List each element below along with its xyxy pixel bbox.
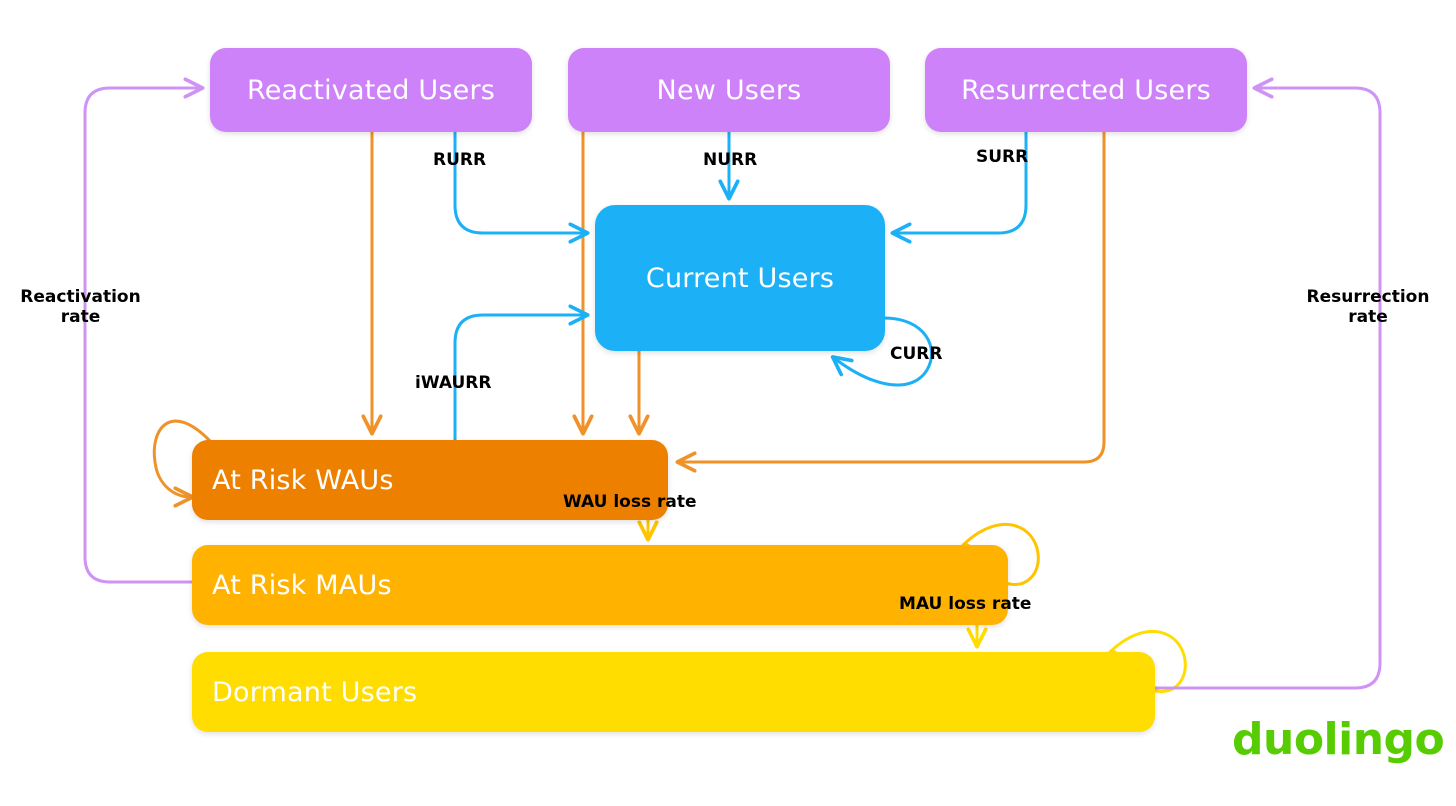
node-label: At Risk MAUs [212,569,392,601]
edge-label-reactivation-rate-line1: Reactivation [20,287,141,307]
edge-curr-self-loop [834,316,933,387]
edge-surr [894,130,1028,233]
edge-label-rurr: RURR [433,150,487,170]
node-reactivated-users[interactable]: Reactivated Users [210,48,532,132]
edge-label-mau-loss-rate: MAU loss rate [899,594,1032,614]
node-label: Dormant Users [212,676,418,708]
node-current-users[interactable]: Current Users [595,205,885,351]
edge-label-curr: CURR [890,344,943,364]
node-dormant-users[interactable]: Dormant Users [192,652,1155,732]
edge-reactivation-rate [83,88,201,584]
node-resurrected-users[interactable]: Resurrected Users [925,48,1247,132]
edge-label-reactivation-rate: Reactivation rate [8,287,153,328]
duolingo-logo: duolingo [1232,714,1445,765]
edge-label-iwaurr: iWAURR [415,373,492,393]
node-at-risk-maus[interactable]: At Risk MAUs [192,545,1008,625]
edge-wau-self-loop [152,419,212,497]
edge-label-resurrection-rate: Resurrection rate [1293,287,1443,328]
node-label: Resurrected Users [961,74,1211,106]
node-label: Reactivated Users [246,74,496,106]
node-label: At Risk WAUs [212,464,394,496]
node-new-users[interactable]: New Users [568,48,890,132]
edge-resurrection-rate [1153,88,1382,690]
node-label: Current Users [645,262,835,294]
edge-label-reactivation-rate-line2: rate [60,307,101,328]
edge-rurr [453,130,586,233]
edge-label-wau-loss-rate: WAU loss rate [563,492,697,512]
edge-label-surr: SURR [976,147,1029,167]
node-at-risk-waus[interactable]: At Risk WAUs [192,440,668,520]
edge-label-nurr: NURR [703,150,758,170]
edge-label-resurrection-rate-line2: rate [1348,307,1388,328]
edge-label-resurrection-rate-line1: Resurrection [1306,287,1430,307]
node-label: New Users [656,74,802,106]
edge-iwaurr [453,315,586,442]
edge-resurrected-to-wau [679,130,1106,462]
